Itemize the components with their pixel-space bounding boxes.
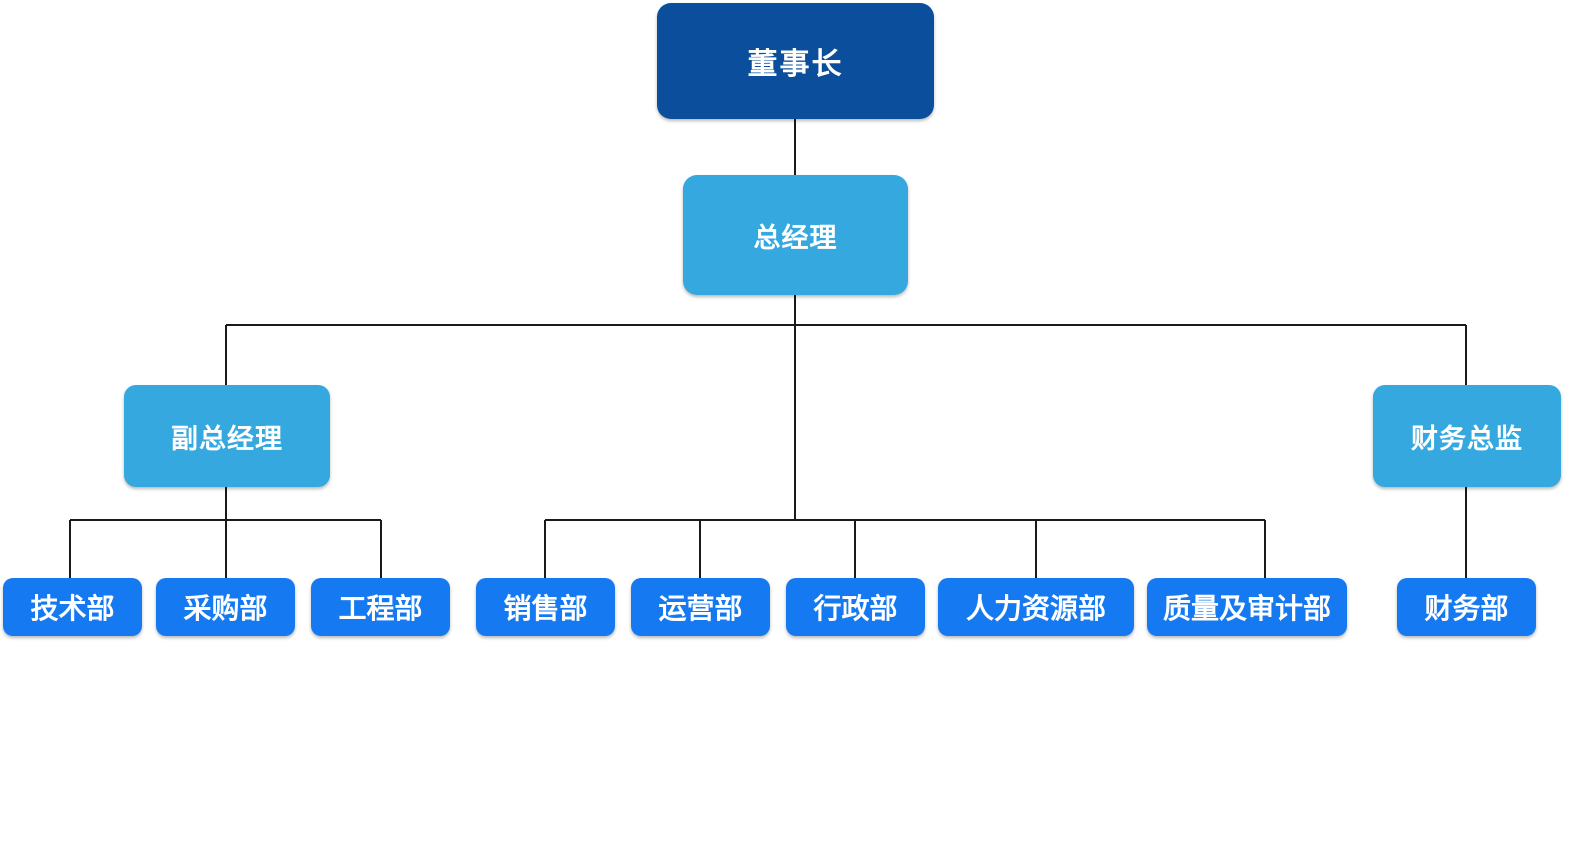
node-chairman-label: 董事长 — [747, 48, 844, 81]
node-department-finance[interactable]: 财务部 — [1397, 578, 1536, 636]
node-department-sales[interactable]: 销售部 — [476, 578, 615, 636]
node-department-tech[interactable]: 技术部 — [3, 578, 142, 636]
node-department-admin[interactable]: 行政部 — [786, 578, 925, 636]
node-deputy-general-manager[interactable]: 副总经理 — [124, 385, 330, 487]
node-department-quality-audit-label: 质量及审计部 — [1162, 593, 1331, 624]
node-department-engineering-label: 工程部 — [338, 593, 423, 624]
node-department-admin-label: 行政部 — [813, 593, 898, 624]
node-finance-director-label: 财务总监 — [1411, 423, 1523, 454]
node-general-manager[interactable]: 总经理 — [683, 175, 908, 295]
node-department-hr-label: 人力资源部 — [965, 593, 1106, 624]
node-general-manager-label: 总经理 — [753, 222, 838, 253]
node-department-hr[interactable]: 人力资源部 — [938, 578, 1134, 636]
node-department-operations-label: 运营部 — [658, 593, 743, 624]
node-chairman[interactable]: 董事长 — [657, 3, 934, 119]
node-department-operations[interactable]: 运营部 — [631, 578, 770, 636]
node-department-tech-label: 技术部 — [30, 593, 115, 624]
node-department-procurement[interactable]: 采购部 — [156, 578, 295, 636]
node-finance-director[interactable]: 财务总监 — [1373, 385, 1561, 487]
node-department-sales-label: 销售部 — [503, 593, 588, 624]
node-deputy-general-manager-label: 副总经理 — [171, 423, 283, 454]
node-department-finance-label: 财务部 — [1424, 593, 1509, 624]
node-department-engineering[interactable]: 工程部 — [311, 578, 450, 636]
node-department-procurement-label: 采购部 — [183, 593, 268, 624]
node-department-quality-audit[interactable]: 质量及审计部 — [1147, 578, 1347, 636]
